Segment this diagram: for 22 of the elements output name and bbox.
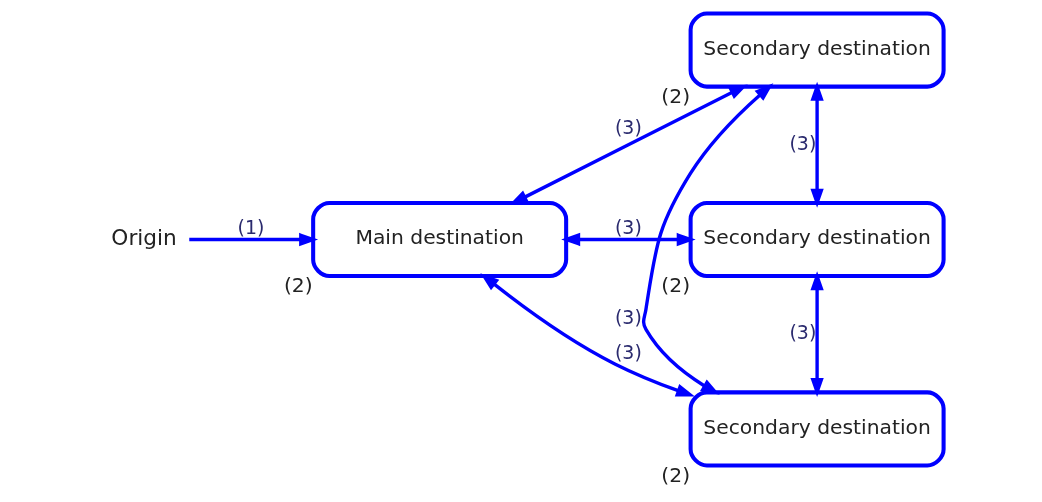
node-box: Secondary destination (688, 11, 946, 89)
node-label: (2) (660, 462, 690, 487)
node-box: Main destination (310, 200, 568, 279)
node-label: (2) (660, 273, 690, 298)
arrow (479, 273, 695, 397)
arrow (809, 271, 824, 398)
arrow (809, 81, 824, 208)
arrow (188, 232, 318, 247)
node-text: Origin (110, 224, 177, 250)
edge-label: (3) (788, 131, 816, 154)
arrow (641, 83, 773, 395)
node-label: (2) (660, 83, 690, 108)
edge-label: (3) (614, 306, 642, 329)
edge-label: (3) (788, 321, 816, 344)
edge-label: (1) (237, 216, 264, 239)
arrow (560, 232, 696, 247)
node-box: Secondary destination (688, 200, 946, 279)
edge-label: (3) (614, 216, 642, 239)
node-box: Secondary destination (688, 390, 946, 468)
edge-label: (3) (614, 116, 642, 139)
node-label: (2) (283, 273, 313, 298)
edge-label: (3) (614, 340, 642, 363)
